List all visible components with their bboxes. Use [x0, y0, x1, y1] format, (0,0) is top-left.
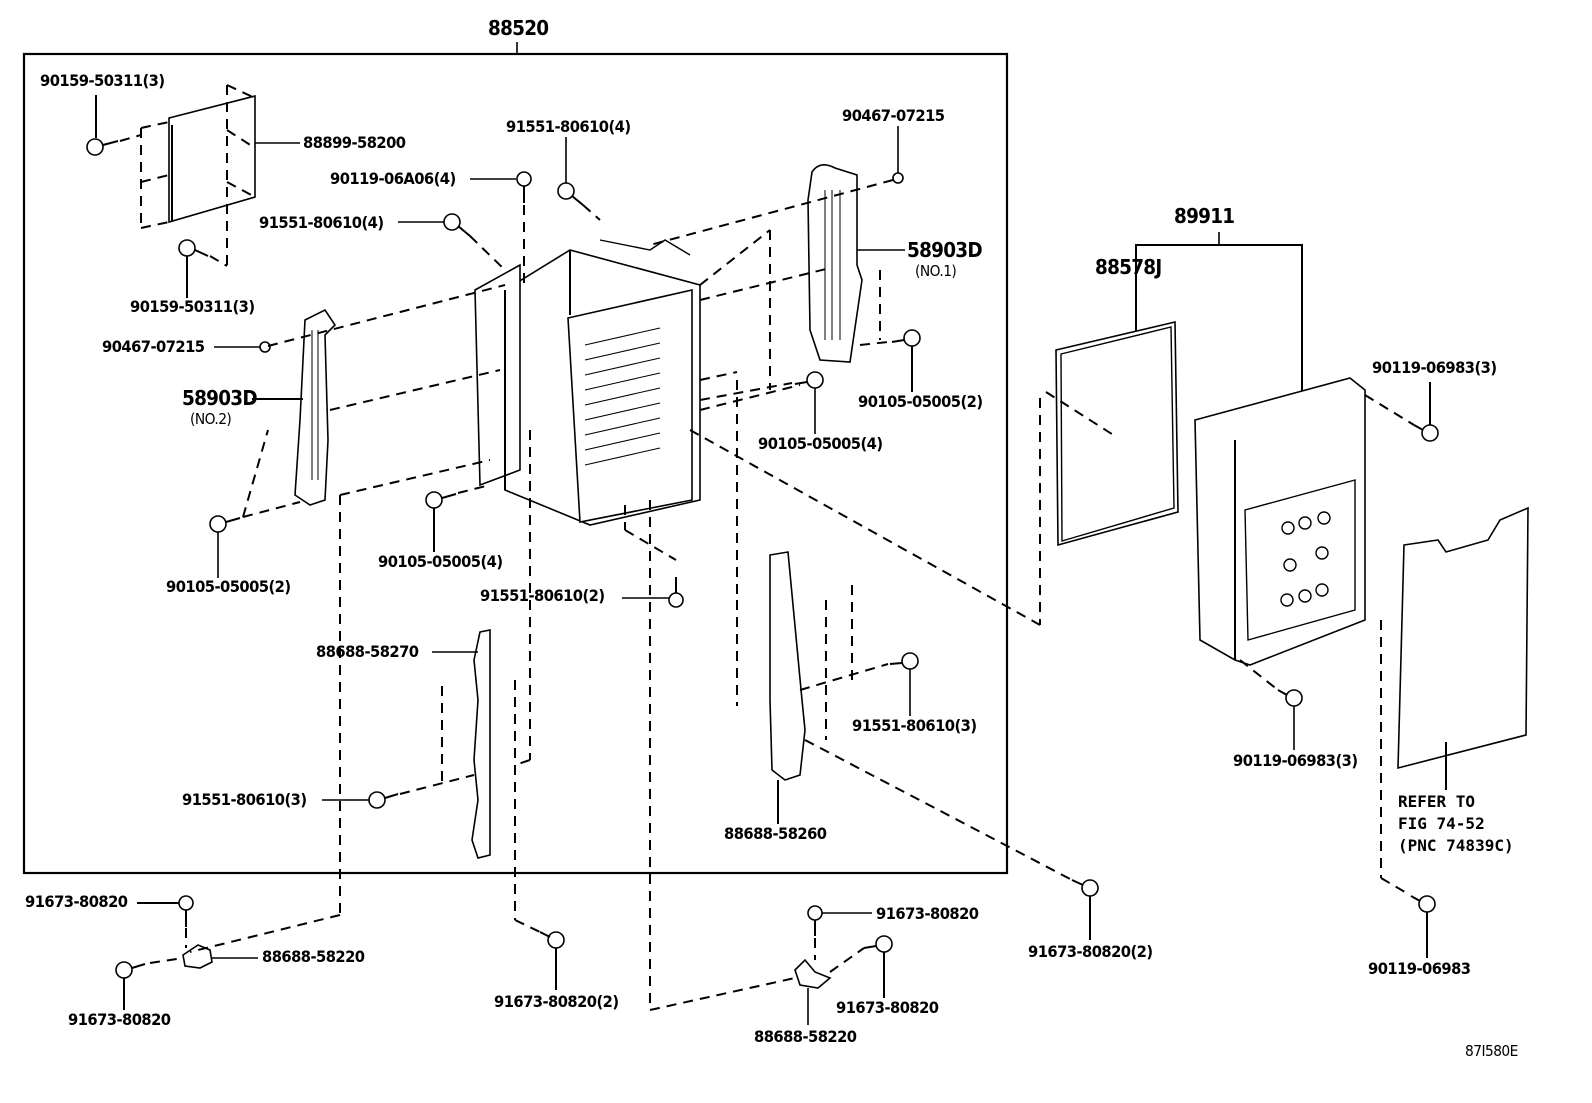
bolt-91551-2	[622, 577, 684, 608]
refer-to-fig-note: REFER TO FIG 74-52 (PNC 74839C)	[1398, 792, 1514, 855]
bolt-91673-a	[137, 895, 194, 927]
label-58903D-no1-sub: (NO.1)	[915, 262, 957, 280]
illustration-code: 87I580E	[1465, 1042, 1518, 1060]
bolt-90119-06983-top	[1413, 382, 1439, 442]
label-91551-80610-left4: 91551-80610(4)	[259, 213, 384, 232]
label-90105-05005-left2: 90105-05005(2)	[166, 577, 291, 596]
label-88520-assembly: 88520	[488, 16, 549, 40]
bolt-91673-f	[1071, 879, 1099, 940]
part-88578J-gasket	[1039, 320, 1179, 625]
part-58903D-no2-duct	[252, 308, 337, 506]
label-90105-05005-mid4: 90105-05005(4)	[758, 434, 883, 453]
label-91551-80610-top4: 91551-80610(4)	[506, 117, 631, 136]
label-91673-80820-2-right: 91673-80820(2)	[1028, 942, 1153, 961]
bolt-91673-d	[807, 905, 872, 936]
part-battery-case	[474, 239, 701, 526]
label-88688-58220-a: 88688-58220	[262, 947, 365, 966]
label-90119-06983-top: 90119-06983(3)	[1372, 358, 1497, 377]
part-88899-58200-plate	[140, 84, 300, 270]
bolt-91673-e	[863, 935, 893, 998]
label-88688-58220-b: 88688-58220	[754, 1027, 857, 1046]
part-88688-58260-bracket	[736, 551, 853, 824]
label-91551-80610-left3: 91551-80610(3)	[182, 790, 307, 809]
part-58903D-no1-duct	[807, 164, 905, 363]
label-90105-05005-right2: 90105-05005(2)	[858, 392, 983, 411]
bolt-90105-mid	[794, 371, 824, 434]
label-89911-group: 89911	[1174, 204, 1235, 228]
bolt-91551-right3	[889, 652, 919, 716]
bolts	[86, 95, 1439, 1010]
label-88688-58270: 88688-58270	[316, 642, 419, 661]
bolt-91551-left3	[322, 791, 399, 809]
bolt-90105-left4	[425, 491, 457, 552]
washer-90467-top	[892, 126, 904, 184]
bolt-90119-06983-mid	[1277, 689, 1303, 750]
bolt-91551-top	[557, 137, 584, 206]
bolt-90119-06a06	[470, 171, 532, 203]
label-58903D-no2-sub: (NO.2)	[190, 410, 232, 428]
bolt-90105-right	[891, 329, 921, 392]
bolt-90159-a	[86, 95, 119, 156]
label-91673-80820-b: 91673-80820	[68, 1010, 171, 1029]
group-89911-bracket	[1135, 232, 1303, 405]
part-88688-58270-bracket	[432, 629, 516, 859]
label-91673-80820-2-left: 91673-80820(2)	[494, 992, 619, 1011]
label-91551-80610-right3: 91551-80610(3)	[852, 716, 977, 735]
label-91551-80610-2: 91551-80610(2)	[480, 586, 605, 605]
label-91673-80820-a: 91673-80820	[25, 892, 128, 911]
label-90159-50311-bottom: 90159-50311(3)	[130, 297, 255, 316]
label-90119-06983-bottom: 90119-06983	[1368, 959, 1471, 978]
part-88688-58220-clip-b	[794, 958, 832, 1025]
bolt-90105-left2	[209, 515, 241, 578]
label-90105-05005-left4: 90105-05005(4)	[378, 552, 503, 571]
label-90119-06A06: 90119-06A06(4)	[330, 169, 456, 188]
label-90159-50311-top: 90159-50311(3)	[40, 71, 165, 90]
washer-90467-left	[214, 341, 271, 353]
label-58903D-no2: 58903D	[182, 386, 258, 410]
label-58903D-no1: 58903D	[907, 238, 983, 262]
bolt-90119-06983-bot	[1410, 895, 1436, 958]
part-74839C-cover	[1380, 506, 1529, 896]
label-91673-80820-e: 91673-80820	[836, 998, 939, 1017]
bolt-91673-c	[539, 931, 565, 990]
label-90119-06983-mid: 90119-06983(3)	[1233, 751, 1358, 770]
bolt-91673-b	[115, 961, 146, 1010]
label-88688-58260: 88688-58260	[724, 824, 827, 843]
part-88688-58220-clip-a	[182, 944, 258, 969]
assembly-guide-lines	[119, 134, 1415, 1011]
label-91673-80820-d: 91673-80820	[876, 904, 979, 923]
label-90467-07215-left: 90467-07215	[102, 337, 205, 356]
label-88899-58200: 88899-58200	[303, 133, 406, 152]
bolt-90159-b	[178, 239, 209, 298]
label-90467-07215-top: 90467-07215	[842, 106, 945, 125]
part-89911-frame	[1194, 377, 1366, 666]
label-88578J: 88578J	[1095, 255, 1162, 279]
bolt-91551-left	[398, 213, 471, 237]
